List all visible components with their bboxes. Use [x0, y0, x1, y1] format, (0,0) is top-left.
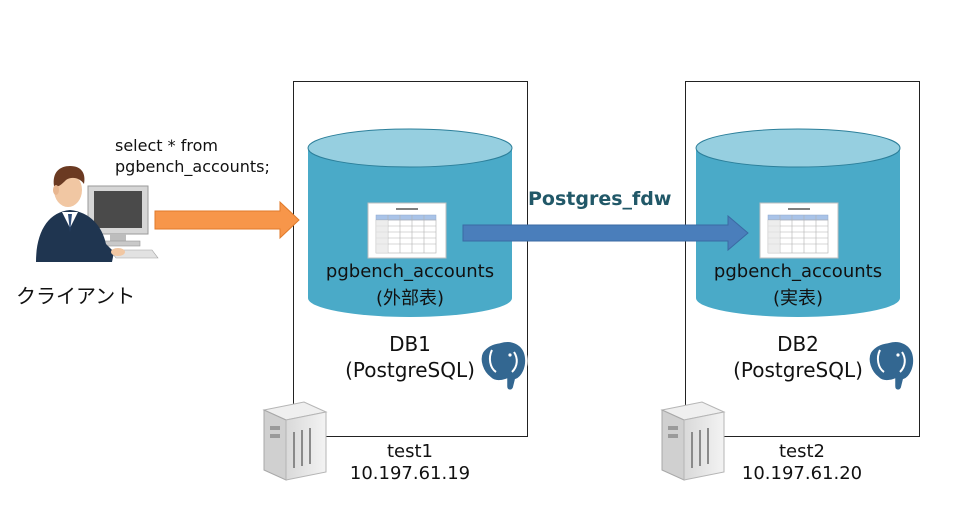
- postgresql-elephant-icon: [479, 339, 528, 392]
- db2-name: DB2: [777, 332, 819, 356]
- db2-host-box: [685, 81, 920, 437]
- client-label: クライアント: [16, 284, 136, 308]
- db2-table-name: pgbench_accounts: [713, 261, 883, 282]
- db1-table-kind: (外部表): [375, 288, 445, 309]
- postgresql-elephant-icon: [867, 339, 916, 392]
- client-query-line1: select * from: [115, 136, 218, 155]
- db2-table-kind: (実表): [772, 288, 824, 309]
- table-sheet-icon: [759, 202, 839, 259]
- db1-engine: (PostgreSQL): [345, 358, 475, 382]
- server-tower-icon: [660, 401, 726, 481]
- db2-host: test2: [778, 441, 826, 462]
- table-sheet-icon: [367, 202, 447, 259]
- db2-engine: (PostgreSQL): [733, 358, 863, 382]
- user-at-computer-icon: [36, 166, 159, 262]
- db2-ip: 10.197.61.20: [741, 463, 863, 484]
- db1-host-box: [293, 81, 528, 437]
- db1-name: DB1: [389, 332, 431, 356]
- client-query-line2: pgbench_accounts;: [115, 157, 270, 176]
- fdw-label: Postgres_fdw: [528, 188, 672, 210]
- client-query-arrow: [154, 200, 300, 240]
- db1-host: test1: [386, 441, 434, 462]
- fdw-arrow: [462, 214, 749, 252]
- server-tower-icon: [262, 401, 328, 481]
- db1-table-name: pgbench_accounts: [325, 261, 495, 282]
- db1-ip: 10.197.61.19: [349, 463, 471, 484]
